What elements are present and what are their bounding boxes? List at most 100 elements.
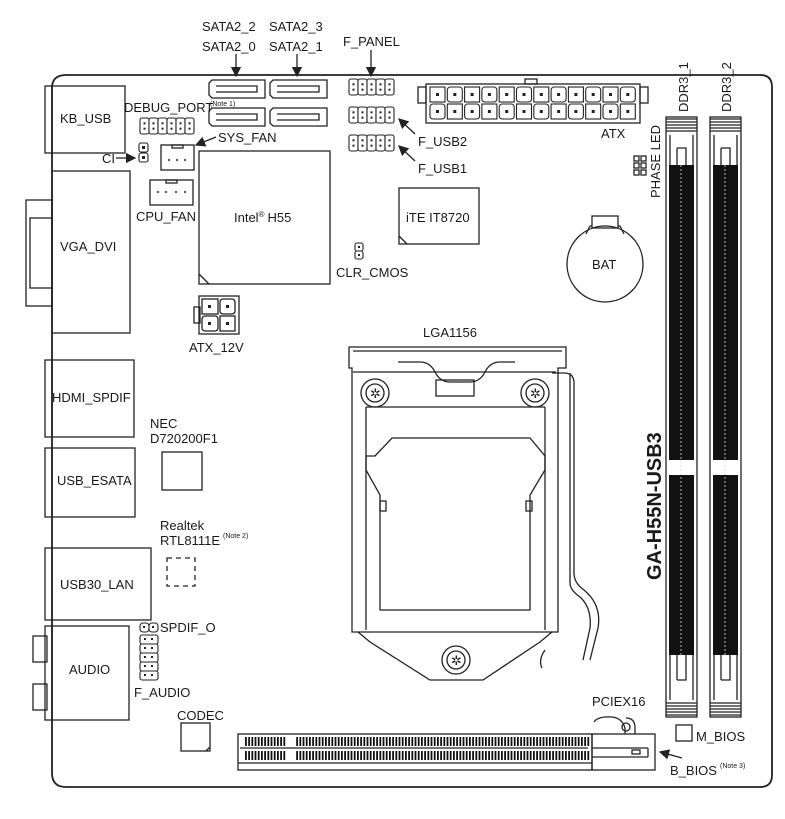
- realtek-model-label: RTL8111E: [160, 533, 220, 548]
- chipset-label: Intel®H55: [234, 210, 291, 225]
- cpu-fan-header: [149, 179, 194, 206]
- svg-text:✲: ✲: [530, 387, 541, 402]
- svg-text:✲: ✲: [451, 654, 462, 669]
- f-usb2-header: [348, 106, 395, 124]
- board-model-label: GA-H55N-USB3: [644, 432, 666, 580]
- b-bios-note: (Note 3): [720, 763, 745, 770]
- cpu-fan-label: CPU_FAN: [136, 209, 196, 224]
- pin: [166, 117, 177, 135]
- ite-superio-chip: iTE IT8720: [398, 187, 480, 245]
- pin: [375, 134, 386, 152]
- sys-fan-arrow: [194, 136, 217, 147]
- debug-port-label: DEBUG_PORT: [124, 100, 213, 115]
- usb30-lan-port: USB30_LAN: [44, 547, 152, 621]
- f-usb2-arrow: [398, 118, 416, 135]
- usb-esata-label: USB_ESATA: [57, 473, 132, 488]
- phase-led-label: PHASE LED: [648, 125, 663, 198]
- sata2-3-label: SATA2_3: [269, 19, 323, 34]
- b-bios-arrow: [658, 749, 683, 760]
- f-audio-header: [139, 634, 159, 681]
- sata-connectors: [208, 79, 328, 127]
- pin: [139, 670, 159, 681]
- vga-dvi-label: VGA_DVI: [60, 239, 116, 254]
- pin: [375, 78, 386, 96]
- pin: [366, 106, 377, 124]
- sys-fan-label: SYS_FAN: [218, 130, 277, 145]
- f-usb1-header: [348, 134, 395, 152]
- f-usb1-label: F_USB1: [418, 161, 467, 176]
- pin: [184, 117, 195, 135]
- pin: [357, 106, 368, 124]
- realtek-lan-chip: [166, 557, 196, 587]
- battery-label: BAT: [592, 257, 616, 272]
- codec-chip: [180, 722, 211, 752]
- sata2-1-label: SATA2_1: [269, 39, 323, 54]
- codec-label: CODEC: [177, 708, 224, 723]
- usb30-lan-label: USB30_LAN: [60, 577, 134, 592]
- lga1156-label: LGA1156: [423, 325, 477, 340]
- pin: [357, 78, 368, 96]
- atx-12v-label: ATX_12V: [189, 340, 244, 355]
- pin: [148, 117, 159, 135]
- pin: [139, 661, 159, 672]
- debug-port-note: (Note 1): [210, 101, 235, 108]
- atx-power-connector: [417, 78, 649, 124]
- ddr3-slot-2: [709, 116, 742, 718]
- m-bios-chip: [675, 724, 693, 742]
- pin: [139, 117, 150, 135]
- sata2-2-label: SATA2_2: [202, 19, 256, 34]
- ci-header: [138, 142, 149, 163]
- board-outline: [51, 74, 773, 788]
- atx-12v-connector: [193, 295, 240, 335]
- pin: [375, 106, 386, 124]
- pin: [384, 134, 395, 152]
- lga1156-socket: ✲ ✲ ✲: [348, 346, 600, 681]
- pin: [348, 106, 359, 124]
- f-usb1-arrow: [398, 145, 416, 162]
- pin: [366, 78, 377, 96]
- pin: [157, 117, 168, 135]
- pciex16-label: PCIEX16: [592, 694, 645, 709]
- kb-usb-label: KB_USB: [60, 111, 111, 126]
- b-bios-label: B_BIOS: [670, 763, 717, 778]
- realtek-note: (Note 2): [223, 533, 248, 540]
- pin: [366, 134, 377, 152]
- f-audio-label: F_AUDIO: [134, 685, 190, 700]
- pin: [175, 117, 186, 135]
- kb-usb-port: KB_USB: [44, 85, 126, 154]
- ci-label: CI: [102, 151, 115, 166]
- pciex16-slot: [237, 716, 656, 771]
- usb-esata-port: USB_ESATA: [44, 447, 136, 518]
- svg-text:✲: ✲: [370, 387, 381, 402]
- nec-label: NEC: [150, 416, 177, 431]
- nec-usb3-chip: [161, 451, 203, 491]
- ddr3-slot-1: [665, 116, 698, 718]
- intel-h55-chipset: Intel®H55: [198, 150, 331, 285]
- nec-model-label: D720200F1: [150, 431, 218, 446]
- debug-port-header: [139, 117, 195, 135]
- realtek-label: Realtek: [160, 518, 205, 533]
- f-panel-label: F_PANEL: [343, 34, 400, 49]
- clr-cmos-label: CLR_CMOS: [336, 265, 409, 280]
- atx-label: ATX: [601, 126, 626, 141]
- spdif-o-label: SPDIF_O: [160, 620, 216, 635]
- audio-port: AUDIO: [32, 625, 130, 721]
- clr-cmos-jumper: [354, 242, 364, 260]
- pin: [357, 134, 368, 152]
- m-bios-label: M_BIOS: [696, 729, 745, 744]
- pin: [384, 78, 395, 96]
- sata2-0-label: SATA2_0: [202, 39, 256, 54]
- pin: [384, 106, 395, 124]
- pin: [139, 643, 159, 654]
- f-panel-header: [348, 78, 395, 96]
- hdmi-spdif-port: HDMI_SPDIF: [44, 359, 135, 438]
- pin: [139, 634, 159, 645]
- battery: BAT: [566, 215, 644, 303]
- ddr3-1-label: DDR3_1: [676, 62, 691, 112]
- pin: [348, 78, 359, 96]
- phase-led: [633, 155, 647, 176]
- spdif-o-header: [139, 622, 159, 633]
- pin: [139, 652, 159, 663]
- vga-dvi-port: VGA_DVI: [25, 170, 131, 334]
- ddr3-2-label: DDR3_2: [719, 62, 734, 112]
